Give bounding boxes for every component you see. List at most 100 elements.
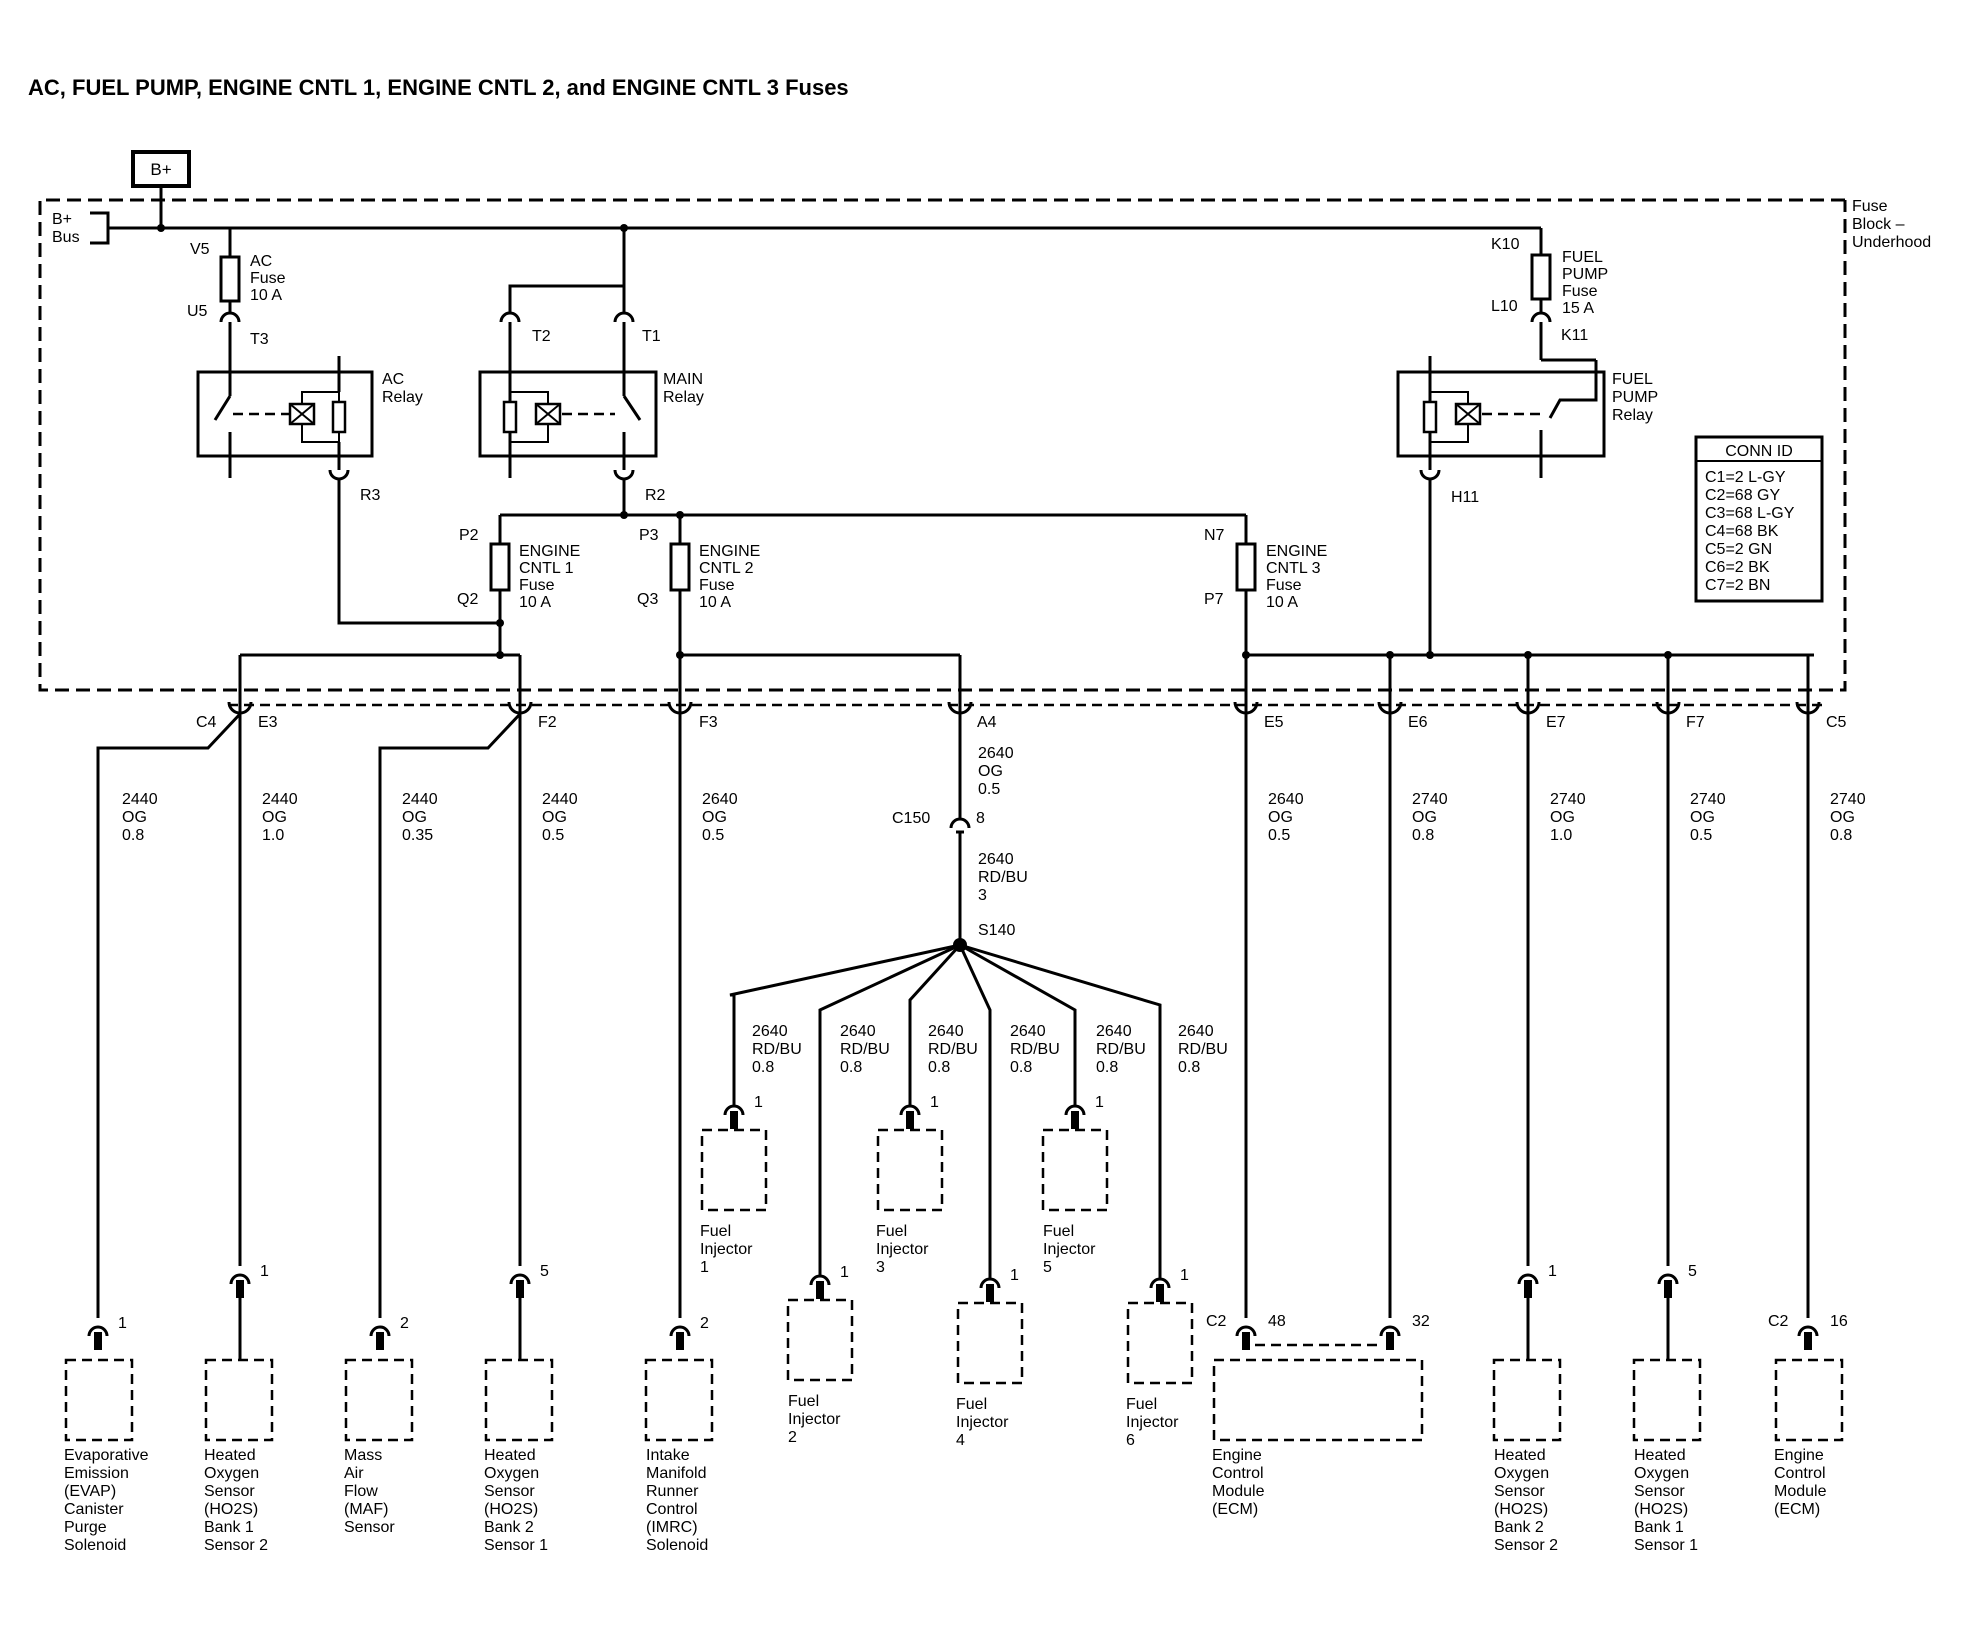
main-relay: [478, 370, 658, 458]
diagram-title: AC, FUEL PUMP, ENGINE CNTL 1, ENGINE CNT…: [28, 75, 849, 100]
main-relay-in1: T2: [532, 328, 551, 345]
fuel-injector-2: [786, 1298, 854, 1382]
wire-label-injector: 2640: [928, 1023, 964, 1040]
wire-label-inj-feed2: 2640: [978, 851, 1014, 868]
ecm-a-conn: C2: [1206, 1313, 1227, 1330]
imrc-solenoid: [644, 1358, 714, 1442]
ho2s-b1s1-label: Oxygen: [1634, 1465, 1689, 1482]
evap-label: (EVAP): [64, 1483, 116, 1500]
wire-label-ho2s-b2s1: OG: [542, 809, 567, 826]
wire-label-injector: 0.8: [840, 1059, 862, 1076]
ho2s-b2s1-pin: 5: [540, 1263, 549, 1280]
fuel-injector-label: Fuel: [876, 1223, 907, 1240]
ac-fuse-out: U5: [187, 303, 208, 320]
terminal-c5: C5: [1826, 714, 1847, 731]
fp-fuse-in: K10: [1491, 236, 1520, 253]
ecntl1-label: 10 A: [519, 594, 551, 611]
fuel-injector-3: [876, 1128, 944, 1212]
ecm-b-label: Control: [1774, 1465, 1826, 1482]
fuel-injector-label: Injector: [876, 1241, 929, 1258]
ac-relay: [196, 370, 374, 458]
conn-id-row: C3=68 L-GY: [1705, 505, 1795, 522]
wire-label-imrc: 0.5: [702, 827, 724, 844]
imrc-label: (IMRC): [646, 1519, 698, 1536]
fuel-injector-label: Injector: [956, 1414, 1009, 1431]
c150-label: C150: [892, 810, 930, 827]
wire-label-injector: RD/BU: [928, 1041, 978, 1058]
ho2s-b1s2-label: Bank 1: [204, 1519, 254, 1536]
wire-label-ecm32: 0.8: [1412, 827, 1434, 844]
ho2s-b2s1-label: Sensor: [484, 1483, 535, 1500]
injector-pin: 1: [930, 1094, 939, 1111]
ecntl1-in: P2: [459, 527, 479, 544]
ho2s-b2s1-label: Oxygen: [484, 1465, 539, 1482]
evap-label: Emission: [64, 1465, 129, 1482]
splice-label: S140: [978, 922, 1015, 939]
fuel-injector-label: Injector: [700, 1241, 753, 1258]
wire-label-injector: 2640: [1096, 1023, 1132, 1040]
ho2s-b2s2-label: Oxygen: [1494, 1465, 1549, 1482]
wire-label-injector: 0.8: [928, 1059, 950, 1076]
fuse-block-label-1: Fuse: [1852, 198, 1888, 215]
wire-injector-3: [908, 943, 962, 1105]
wire-label-ecm16: 0.8: [1830, 827, 1852, 844]
wire-label-maf: 2440: [402, 791, 438, 808]
wire-label-ecm16: OG: [1830, 809, 1855, 826]
ac-relay-in: T3: [250, 331, 269, 348]
wire-label-ho2s-b2s1: 0.5: [542, 827, 564, 844]
wire-label-evap: 0.8: [122, 827, 144, 844]
wire-label-inj-feed: 0.5: [978, 781, 1000, 798]
wire-label-evap: 2440: [122, 791, 158, 808]
fp-fuse-label: PUMP: [1562, 266, 1608, 283]
conn-id-title: CONN ID: [1725, 443, 1793, 460]
wire-label-ecm16: 2740: [1830, 791, 1866, 808]
wire-label-injector: 0.8: [752, 1059, 774, 1076]
ac-fuse: [219, 255, 241, 303]
ecntl3-out: P7: [1204, 591, 1224, 608]
ecntl1-out: Q2: [457, 591, 478, 608]
wire-injector-1: [729, 943, 961, 1105]
wire-label-injector: 2640: [1010, 1023, 1046, 1040]
ecntl2-out: Q3: [637, 591, 658, 608]
ac-relay-out: R3: [360, 487, 381, 504]
ho2s-b2s2-label: Sensor: [1494, 1483, 1545, 1500]
ecm-b-label: Engine: [1774, 1447, 1824, 1464]
ho2s-b2s2-label: Heated: [1494, 1447, 1546, 1464]
wire-label-injector: 0.8: [1010, 1059, 1032, 1076]
fuel-injector-label: Fuel: [700, 1223, 731, 1240]
ecntl3-label: ENGINE: [1266, 543, 1327, 560]
ho2s-b1s2: [204, 1358, 274, 1442]
main-relay-label: Relay: [663, 389, 704, 406]
evap-pin: 1: [118, 1315, 127, 1332]
engine-cntl-2-fuse: [669, 542, 691, 592]
ecntl2-label: 10 A: [699, 594, 731, 611]
ecntl3-label: CNTL 3: [1266, 560, 1321, 577]
ecm-a-label: Engine: [1212, 1447, 1262, 1464]
ecm-b-label: Module: [1774, 1483, 1827, 1500]
c150-pin: 8: [976, 810, 985, 827]
wire-label-maf: 0.35: [402, 827, 433, 844]
injector-pin: 1: [754, 1094, 763, 1111]
ho2s-b1s1-label: Bank 1: [1634, 1519, 1684, 1536]
wire-label-ho2s-b2s1: 2440: [542, 791, 578, 808]
fuel-injector-label: Injector: [788, 1411, 841, 1428]
fuel-injector-label: Fuel: [788, 1393, 819, 1410]
evap-label: Canister: [64, 1501, 124, 1518]
wire-label-evap: OG: [122, 809, 147, 826]
conn-id-row: C5=2 GN: [1705, 541, 1772, 558]
ac-relay-label: Relay: [382, 389, 423, 406]
ecntl3-label: Fuse: [1266, 577, 1302, 594]
wire-label-ecm32: OG: [1412, 809, 1437, 826]
wire-label-injector: RD/BU: [1178, 1041, 1228, 1058]
ho2s-b2s1-label: Heated: [484, 1447, 536, 1464]
maf-label: Flow: [344, 1483, 378, 1500]
conn-id-row: C4=68 BK: [1705, 523, 1779, 540]
terminal-f3: F3: [699, 714, 718, 731]
ho2s-b1s2-pin: 1: [260, 1263, 269, 1280]
ac-fuse-label: AC: [250, 253, 272, 270]
ecm-b-conn: C2: [1768, 1313, 1789, 1330]
ho2s-b1s1: [1632, 1358, 1702, 1442]
wire-label-injector: 0.8: [1178, 1059, 1200, 1076]
fp-fuse-label: FUEL: [1562, 249, 1603, 266]
